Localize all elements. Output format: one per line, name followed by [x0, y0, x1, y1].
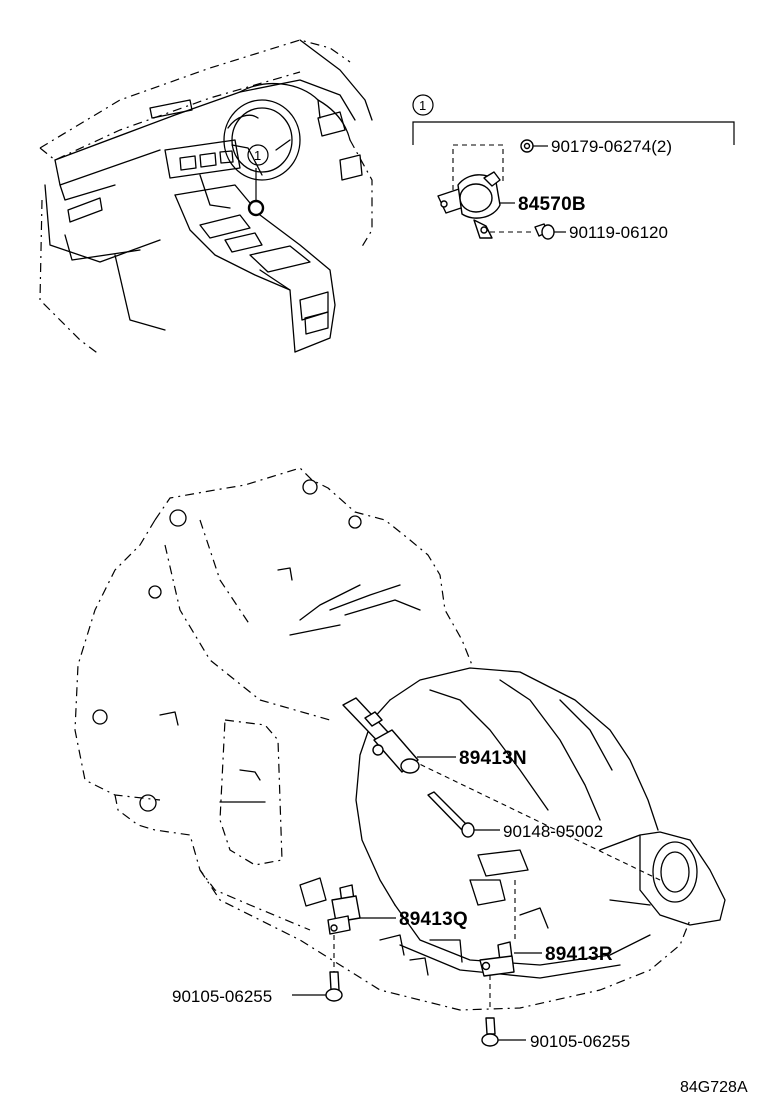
label-90105-06255-left: 90105-06255	[172, 987, 272, 1006]
location-marker	[247, 199, 265, 217]
label-89413R: 89413R	[545, 944, 613, 965]
illustration-code: 84G728A	[680, 1079, 748, 1096]
sensor-89413R-icon	[479, 941, 515, 977]
nut-90179-icon	[520, 139, 534, 153]
bolt-90105-right-icon	[481, 1017, 499, 1047]
callout-bubble-dash	[247, 144, 269, 166]
sensor-89413N-icon	[342, 697, 420, 774]
label-89413Q: 89413Q	[399, 909, 468, 930]
transmission-illustration	[74, 467, 726, 1011]
label-84570B: 84570B	[518, 194, 586, 215]
bolt-90119-icon	[534, 223, 555, 240]
label-90148-05002: 90148-05002	[503, 822, 603, 841]
sensor-89413Q-icon	[327, 884, 361, 935]
label-90105-06255-right: 90105-06255	[530, 1032, 630, 1051]
label-90179-06274: 90179-06274(2)	[551, 137, 672, 156]
dashboard-illustration: 1	[39, 39, 373, 356]
label-90119-06120: 90119-06120	[569, 223, 668, 242]
switch-detail: 1	[412, 94, 735, 240]
bolt-90148-icon	[427, 791, 475, 838]
label-89413N: 89413N	[459, 748, 527, 769]
bolt-90105-left-icon	[325, 971, 343, 1002]
callout-number-dash: 1	[254, 148, 261, 163]
callout-number-detail: 1	[419, 98, 426, 113]
switch-84570B-icon	[437, 171, 501, 239]
